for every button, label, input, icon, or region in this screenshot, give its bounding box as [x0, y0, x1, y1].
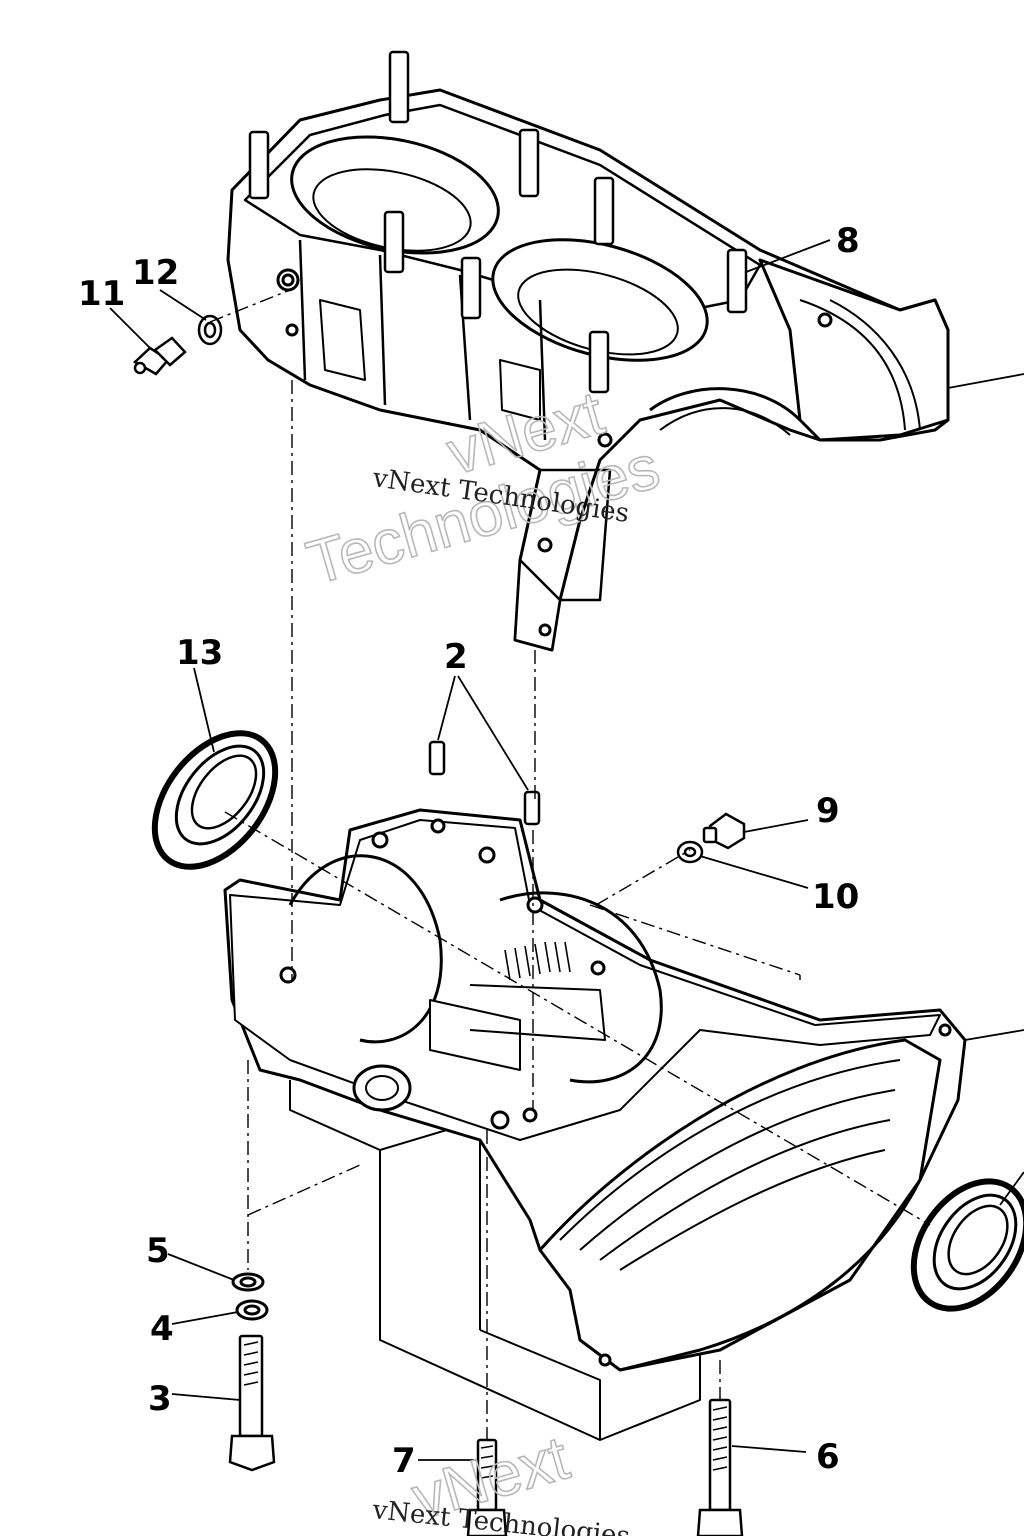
- cylinder-studs: [248, 50, 748, 394]
- callout-labels: 11 12 8 13 2 9 10 5 4 3 7 6: [78, 221, 860, 1481]
- stud-bolt-6: [696, 1398, 744, 1536]
- oil-seal-left-13: [151, 730, 279, 870]
- bolt-7: [466, 1438, 508, 1536]
- upper-crankcase: [226, 88, 950, 652]
- lock-washer-4: [235, 1299, 269, 1321]
- callout-7: 7: [392, 1441, 416, 1481]
- watermark: Technologies vNext vNext Technologies vN…: [299, 378, 668, 1536]
- callout-6: 6: [816, 1437, 840, 1477]
- dowel-pins: [428, 740, 541, 826]
- lower-crankcase: [223, 808, 967, 1441]
- callout-3: 3: [148, 1379, 172, 1419]
- callout-5: 5: [146, 1231, 170, 1271]
- callout-11: 11: [78, 274, 125, 314]
- plug-bolt-11: [132, 336, 187, 376]
- assembly-center-lines: [209, 289, 931, 1440]
- lock-washer-10: [676, 840, 704, 864]
- callout-8: 8: [836, 221, 860, 261]
- bolt-3: [228, 1334, 276, 1472]
- leader-lines: [109, 239, 1024, 1461]
- callout-12: 12: [132, 253, 179, 293]
- washer-5: [231, 1272, 265, 1292]
- callout-10: 10: [812, 877, 859, 917]
- callout-9: 9: [816, 791, 840, 831]
- bolt-9: [702, 812, 746, 850]
- callout-13: 13: [176, 633, 223, 673]
- oil-seal-right: [910, 1178, 1024, 1312]
- callout-4: 4: [150, 1309, 174, 1349]
- callout-2: 2: [444, 637, 468, 677]
- lock-washer-12: [197, 314, 223, 346]
